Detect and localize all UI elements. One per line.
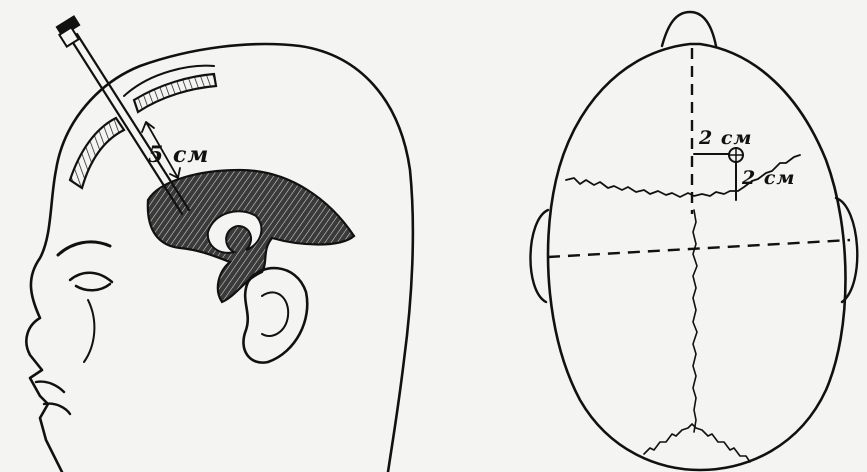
lambdoid-suture (644, 424, 750, 462)
ear (243, 268, 307, 363)
horizontal-distance-label: 2 см (698, 127, 752, 149)
depth-label: 5 см (148, 142, 209, 168)
lateral-head-view: 5 см (26, 15, 413, 472)
skull-outline (548, 44, 846, 470)
nose-tip (662, 12, 716, 46)
vertical-distance-label: 2 см (741, 167, 795, 189)
eyebrow (58, 242, 110, 255)
cheek-line (84, 300, 94, 362)
superior-skull-view: 2 см 2 см (530, 12, 857, 470)
interaural-line-dashed (548, 240, 850, 257)
eye (70, 273, 112, 291)
bone-flap-frontal (70, 118, 124, 188)
left-ear (530, 210, 548, 302)
ear-inner (262, 292, 288, 336)
sagittal-suture (693, 210, 697, 432)
